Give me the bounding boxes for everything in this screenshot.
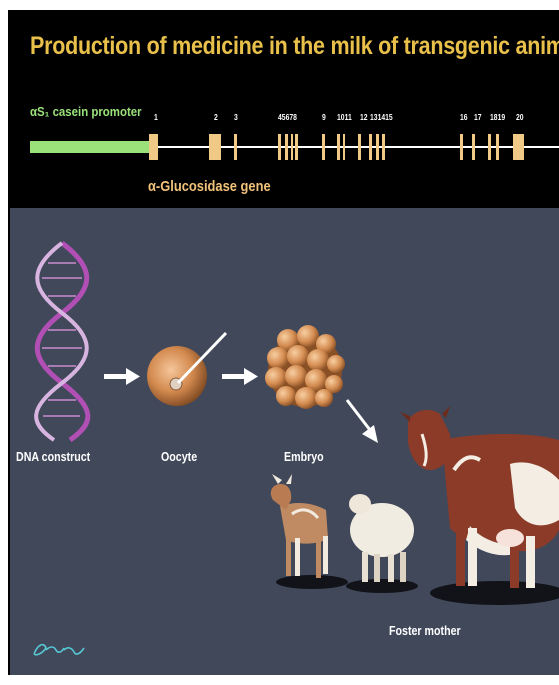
exon — [343, 134, 345, 160]
exon-number: 1011 — [337, 113, 352, 122]
cow-icon — [400, 406, 559, 605]
exon — [358, 134, 361, 160]
promoter-label: αS₁ casein promoter — [30, 104, 142, 119]
oocyte-label: Oocyte — [161, 449, 197, 464]
exon — [382, 134, 385, 160]
exon — [337, 134, 340, 160]
exon — [234, 134, 237, 160]
exon-number: 9 — [322, 113, 326, 122]
exon — [209, 134, 221, 160]
exon — [149, 134, 158, 160]
exon — [488, 134, 491, 160]
gene-map — [8, 130, 559, 170]
exon — [322, 134, 325, 160]
dna-helix-icon — [36, 243, 88, 440]
slide-title: Production of medicine in the milk of tr… — [30, 32, 559, 61]
exon-number: 3 — [234, 113, 238, 122]
exon-number: 12 — [360, 113, 368, 122]
exon-number: 1 — [154, 113, 158, 122]
process-illustration — [10, 208, 559, 675]
exon — [369, 134, 372, 160]
gene-label: α-Glucosidase gene — [148, 178, 271, 195]
exon-number: 1819 — [490, 113, 505, 122]
exon — [285, 134, 288, 160]
goat-icon — [271, 474, 348, 589]
embryo-icon — [265, 325, 345, 409]
exon — [496, 134, 499, 160]
oocyte-icon — [147, 333, 226, 406]
foster-mother-label: Foster mother — [389, 623, 461, 638]
exon — [295, 134, 298, 160]
exon — [460, 134, 463, 160]
exon-number: 20 — [516, 113, 524, 122]
exon-number: 45678 — [278, 113, 297, 122]
exon — [472, 134, 475, 160]
sheep-icon — [346, 494, 418, 593]
slide: Production of medicine in the milk of tr… — [8, 10, 559, 675]
exon-number: 131415 — [370, 113, 393, 122]
dna-construct-label: DNA construct — [16, 449, 90, 464]
exon-number: 16 — [460, 113, 468, 122]
artist-signature — [30, 636, 90, 662]
exon-number: 17 — [474, 113, 482, 122]
exon — [513, 134, 524, 160]
arrow-right-icon — [222, 368, 258, 385]
embryo-label: Embryo — [284, 449, 324, 464]
promoter-bar — [30, 141, 150, 153]
arrow-down-right-icon — [347, 400, 378, 443]
exon — [376, 134, 379, 160]
exon — [291, 134, 293, 160]
transgenic-process-panel: DNA construct Oocyte Embryo Foster mothe… — [10, 208, 559, 675]
arrow-right-icon — [104, 368, 140, 385]
exon — [278, 134, 281, 160]
exon-number: 2 — [214, 113, 218, 122]
